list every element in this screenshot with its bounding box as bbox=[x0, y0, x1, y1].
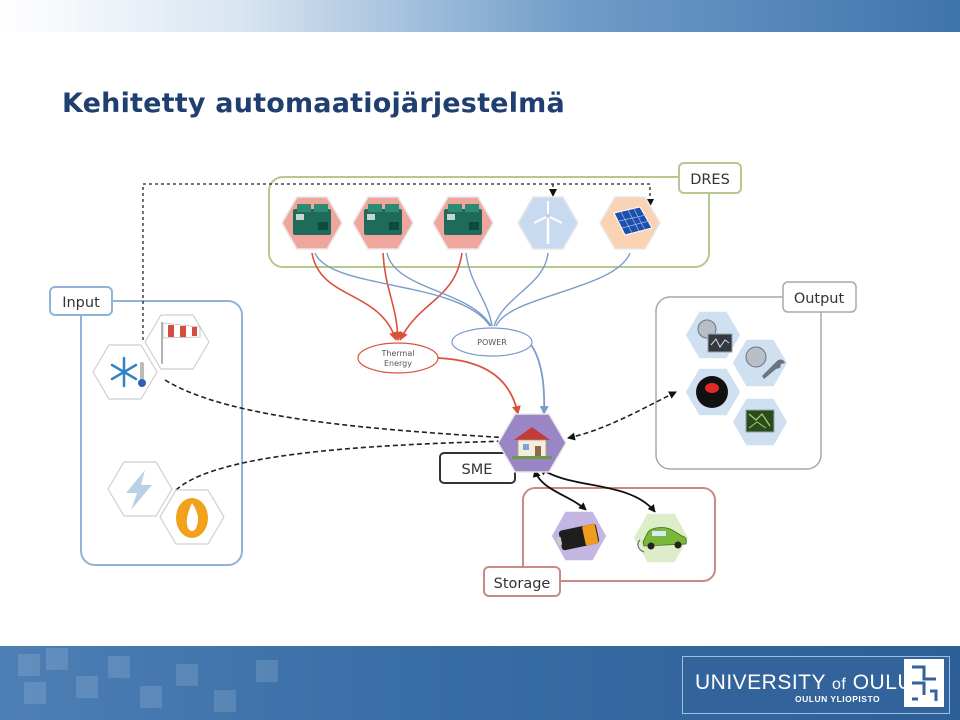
output-group-frame bbox=[655, 296, 822, 470]
thermal-flow-line bbox=[399, 252, 463, 341]
power-flow-line bbox=[465, 252, 493, 327]
generator-icon bbox=[432, 196, 494, 250]
flame-icon bbox=[159, 489, 225, 545]
dres-group-frame bbox=[268, 176, 710, 268]
sme-to-battery-line bbox=[532, 469, 587, 511]
generator-icon bbox=[352, 196, 414, 250]
lightning-icon bbox=[107, 461, 173, 517]
power-node: POWER bbox=[451, 327, 533, 357]
thermal-energy-node: Thermal Energy bbox=[357, 342, 439, 374]
alarm-light-icon bbox=[684, 367, 742, 417]
logo-subtitle: OULUN YLIOPISTO bbox=[795, 694, 881, 704]
circuit-board-icon bbox=[731, 397, 789, 447]
power-flow-line bbox=[495, 252, 631, 327]
output-label: Output bbox=[794, 291, 845, 307]
input-group-frame bbox=[80, 300, 243, 566]
storage-label: Storage bbox=[494, 576, 551, 592]
university-emblem-icon bbox=[904, 659, 944, 707]
sme-to-car-line bbox=[539, 467, 656, 513]
slide-title: Kehitetty automaatiojärjestelmä bbox=[62, 88, 565, 119]
storage-label-box: Storage bbox=[483, 566, 561, 597]
input-label: Input bbox=[62, 295, 100, 311]
settings-wrench-icon bbox=[731, 338, 789, 388]
sme-output-link bbox=[567, 391, 677, 441]
battery-icon bbox=[550, 510, 608, 562]
monitor-icon bbox=[684, 310, 742, 360]
electric-car-icon bbox=[632, 512, 690, 564]
thermal-flow-line bbox=[382, 252, 403, 341]
power-label: POWER bbox=[477, 338, 507, 347]
windsock-icon bbox=[144, 314, 210, 370]
power-flow-line bbox=[493, 252, 549, 327]
thermal-label-line1: Thermal bbox=[381, 349, 415, 358]
solar-panel-icon bbox=[599, 196, 661, 250]
house-icon bbox=[512, 427, 552, 459]
thermal-flow-line bbox=[311, 252, 398, 341]
power-flow-line bbox=[386, 252, 492, 327]
power-flow-line bbox=[314, 252, 491, 327]
logo-wordmark: UNIVERSITY of OULU bbox=[695, 671, 913, 695]
dres-label: DRES bbox=[690, 172, 730, 188]
output-label-box: Output bbox=[782, 281, 857, 313]
sme-hub bbox=[497, 413, 567, 473]
logo-word-university: UNIVERSITY bbox=[695, 671, 826, 694]
input-weather-to-sme-line bbox=[164, 379, 511, 442]
thermal-to-sme-line bbox=[437, 357, 521, 415]
sme-label-box: SME bbox=[439, 452, 516, 484]
generator-icon bbox=[281, 196, 343, 250]
dres-label-box: DRES bbox=[678, 162, 742, 194]
power-to-sme-line bbox=[529, 342, 549, 415]
snowflake-thermometer-icon bbox=[92, 344, 158, 400]
wind-turbine-icon bbox=[517, 196, 579, 250]
top-banner bbox=[0, 0, 960, 32]
logo-word-of: of bbox=[832, 676, 847, 693]
input-energy-to-sme-line bbox=[175, 437, 511, 491]
input-label-box: Input bbox=[49, 286, 113, 316]
sme-label: SME bbox=[462, 462, 493, 478]
control-line-top bbox=[142, 183, 654, 340]
logo-word-oulu: OULU bbox=[852, 671, 914, 694]
thermal-label-line2: Energy bbox=[384, 359, 412, 368]
